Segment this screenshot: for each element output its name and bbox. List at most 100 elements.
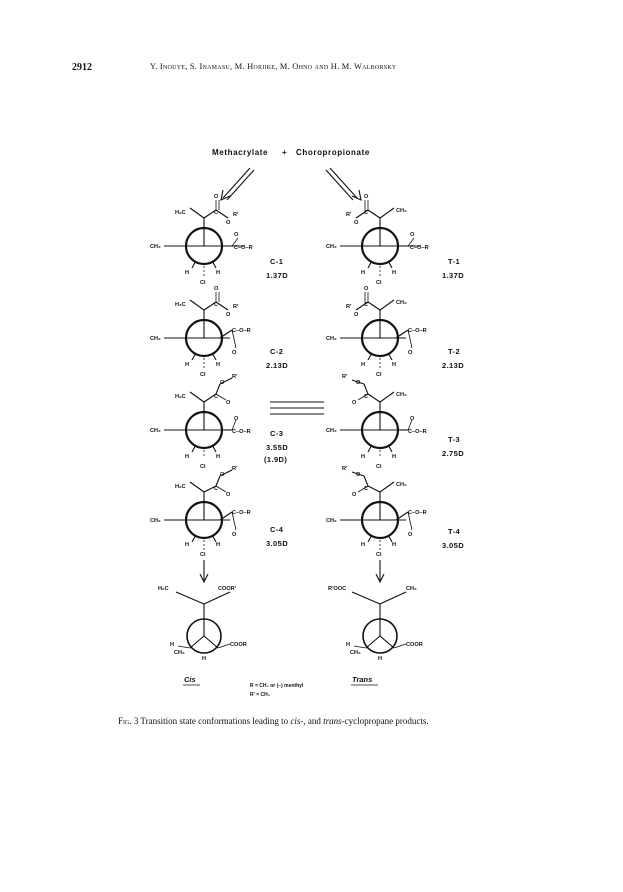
- c3-o-right: O: [234, 416, 239, 422]
- caption-text-middle: , and: [303, 716, 324, 726]
- c1-h-left: H: [185, 270, 189, 276]
- t1-dipole: 1.37D: [442, 271, 464, 280]
- c2-id: C-2: [270, 347, 283, 356]
- c1-h3c: H₃C: [175, 210, 186, 216]
- c1-cor: C–O–R: [234, 245, 253, 251]
- t3-r-prime: R′: [342, 374, 348, 380]
- t3-h-right: H: [392, 454, 396, 460]
- caption-cis: cis-: [290, 716, 304, 726]
- t3-dipole: 2.75D: [442, 449, 464, 458]
- t1-o-ester: O: [354, 220, 359, 226]
- c2-c-top: C: [214, 302, 218, 308]
- cis-product-h: H: [202, 656, 206, 662]
- t3-id: T-3: [448, 435, 460, 444]
- c4-o-carbonyl: O: [226, 492, 231, 498]
- t3-h-left: H: [361, 454, 365, 460]
- c4-cor: C–O–R: [232, 510, 251, 516]
- page-number: 2912: [72, 62, 92, 73]
- c3-c-top: C: [214, 394, 218, 400]
- t4-o-below: O: [408, 532, 413, 538]
- c2-h-left: H: [185, 362, 189, 368]
- t1-id: T-1: [448, 257, 460, 266]
- c3-cl: Cl: [200, 464, 206, 470]
- caption-trans: trans: [323, 716, 342, 726]
- c2-r-prime: R′: [233, 304, 239, 310]
- c4-h-left: H: [185, 542, 189, 548]
- trans-product-ch3-low: CH₃: [350, 650, 361, 656]
- reactant-chloropropionate: Choropropionate: [296, 148, 370, 157]
- t1-o-right: O: [410, 232, 415, 238]
- arrow-to-cis: [220, 167, 255, 201]
- conformer-c4: H₃C O R′ C O CH₃ C–O–R O H H Cl C-4 3.05…: [150, 466, 288, 558]
- c4-o-upper: O: [220, 472, 225, 478]
- c4-dipole: 3.05D: [266, 539, 288, 548]
- t1-cl: Cl: [376, 280, 382, 286]
- arrow-to-trans: [325, 167, 362, 201]
- c3-cor: C–O–R: [232, 429, 251, 435]
- reactant-methacrylate: Methacrylate: [212, 148, 268, 157]
- running-head: Y. Inouye, S. Inamasu, M. Horiike, M. Oh…: [150, 62, 397, 71]
- t4-h-right: H: [392, 542, 396, 548]
- t4-dipole: 3.05D: [442, 541, 464, 550]
- t2-h-left: H: [361, 362, 365, 368]
- t3-ch3: CH₃: [326, 428, 337, 434]
- c3-o-upper: O: [220, 380, 225, 386]
- t2-c-top: C: [364, 302, 368, 308]
- t4-ch3-top: CH₃: [396, 482, 407, 488]
- conformer-t4: R′ O C O CH₃ CH₃ C–O–R O H H Cl T-4 3.05…: [326, 466, 464, 558]
- c2-ch3: CH₃: [150, 336, 161, 342]
- trans-product-rooc: R′OOC: [328, 586, 346, 592]
- reactant-plus: +: [282, 148, 287, 157]
- arrow-down-cis: [199, 560, 209, 584]
- c2-o-below: O: [232, 350, 237, 356]
- t3-o-upper: O: [356, 380, 361, 386]
- cis-product-coor: COOR: [230, 642, 247, 648]
- caption-text-after: -cyclopropane products.: [341, 716, 429, 726]
- c1-r-prime: R′: [233, 212, 239, 218]
- legend-line-2: R′ = CH₃: [250, 692, 271, 698]
- c1-o-right: O: [234, 232, 239, 238]
- trans-product-h-left: H: [346, 642, 350, 648]
- caption-figure-number: Fig. 3: [118, 716, 139, 726]
- reaction-scheme: Methacrylate + Choropropionate: [150, 148, 464, 698]
- c1-cl: Cl: [200, 280, 206, 286]
- t1-r-prime: R′: [346, 212, 352, 218]
- conformer-c2: H₃C O C O R′ CH₃ C–O–R O H H Cl C-2 2.13…: [150, 286, 288, 378]
- t2-id: T-2: [448, 347, 460, 356]
- c4-h3c: H₃C: [175, 484, 186, 490]
- t2-o-top: O: [364, 286, 369, 292]
- t1-h-left: H: [361, 270, 365, 276]
- cis-label: Cis: [184, 675, 196, 684]
- t4-cor: C–O–R: [408, 510, 427, 516]
- t3-cl: Cl: [376, 464, 382, 470]
- legend-line-1: R = CH₃ or (–) menthyl: [250, 683, 304, 689]
- equilibrium-arrow: [270, 401, 324, 415]
- conformer-t3: R′ O C O CH₃ CH₃ O C–O–R H H Cl T-3 2.75…: [326, 374, 464, 470]
- c3-h3c: H₃C: [175, 394, 186, 400]
- t4-cl: Cl: [376, 552, 382, 558]
- t4-c-top: C: [364, 486, 368, 492]
- c3-ch3: CH₃: [150, 428, 161, 434]
- c3-r-prime: R′: [232, 374, 238, 380]
- t3-c-top: C: [364, 394, 368, 400]
- cis-cyclopropane-product: H₃C COOR′ H CH₃ COOR H Cis: [158, 586, 247, 686]
- t4-ch3: CH₃: [326, 518, 337, 524]
- t4-r-prime: R′: [342, 466, 348, 472]
- c3-dipole-alt: (1.9D): [264, 455, 287, 464]
- t3-ch3-top: CH₃: [396, 392, 407, 398]
- figure-caption: Fig. 3 Transition state conformations le…: [118, 716, 429, 726]
- t3-o-carbonyl: O: [352, 400, 357, 406]
- c3-h-left: H: [185, 454, 189, 460]
- t4-h-left: H: [361, 542, 365, 548]
- c3-id: C-3: [270, 429, 283, 438]
- c2-cor: C–O–R: [232, 328, 251, 334]
- t1-o-top: O: [364, 194, 369, 200]
- conformer-c3: H₃C O R′ C O CH₃ O C–O–R H H Cl C-3 3.55…: [150, 374, 288, 470]
- c4-r-prime: R′: [232, 466, 238, 472]
- t4-o-carbonyl: O: [352, 492, 357, 498]
- c1-h-right: H: [216, 270, 220, 276]
- t1-cor: C–O–R: [410, 245, 429, 251]
- c4-ch3: CH₃: [150, 518, 161, 524]
- t2-dipole: 2.13D: [442, 361, 464, 370]
- c1-o-ester: O: [226, 220, 231, 226]
